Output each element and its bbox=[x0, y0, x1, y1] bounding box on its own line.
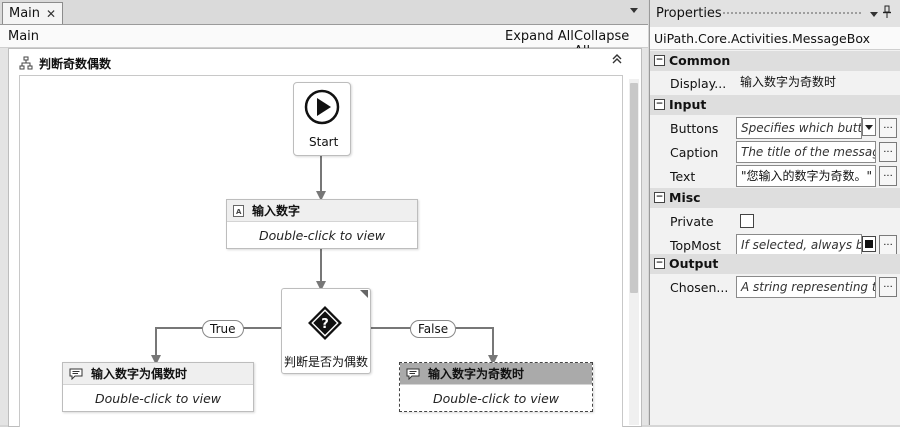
activity-even[interactable]: 输入数字为偶数时 Double-click to view bbox=[62, 362, 254, 412]
property-name: Private bbox=[670, 214, 714, 229]
flowchart-icon bbox=[19, 56, 33, 70]
property-caption: Caption The title of the message ... bbox=[650, 140, 900, 164]
category-label: Input bbox=[669, 97, 707, 112]
corner-fold-icon bbox=[360, 290, 368, 298]
tab-dropdown-icon[interactable] bbox=[630, 8, 638, 13]
tab-main[interactable]: Main ✕ bbox=[2, 2, 64, 24]
category-label: Common bbox=[669, 53, 731, 68]
pin-icon[interactable] bbox=[882, 5, 892, 19]
property-text: Text "您输入的数字为奇数。" ... bbox=[650, 164, 900, 188]
breadcrumb-bar: Main Expand All Collapse All bbox=[0, 25, 648, 59]
collapse-icon[interactable]: − bbox=[654, 258, 665, 269]
decision-diamond-icon: ? bbox=[308, 306, 342, 340]
activity-hint: Double-click to view bbox=[258, 228, 385, 243]
text-ellipsis-button[interactable]: ... bbox=[879, 166, 897, 186]
category-misc[interactable]: − Misc bbox=[650, 188, 900, 208]
activity-input-number[interactable]: A 输入数字 Double-click to view bbox=[226, 199, 418, 249]
category-input[interactable]: − Input bbox=[650, 95, 900, 115]
text-field[interactable]: "您输入的数字为奇数。" bbox=[736, 165, 876, 187]
property-private: Private bbox=[650, 209, 900, 233]
decision-label: 判断是否为偶数 bbox=[284, 355, 369, 369]
activity-title: 输入数字为奇数时 bbox=[428, 367, 525, 381]
property-name: TopMost bbox=[670, 238, 721, 253]
double-chevron-up-icon[interactable] bbox=[611, 53, 623, 65]
flowchart-title: 判断奇数偶数 bbox=[39, 56, 112, 71]
scrollbar-thumb[interactable] bbox=[630, 83, 638, 293]
message-box-icon bbox=[69, 368, 83, 380]
topmost-ellipsis-button[interactable]: ... bbox=[879, 235, 897, 255]
category-common[interactable]: − Common bbox=[650, 51, 900, 71]
properties-titlebar: Properties bbox=[650, 0, 900, 28]
tab-main-label: Main bbox=[9, 6, 41, 21]
category-label: Misc bbox=[669, 190, 701, 205]
activity-title: 输入数字 bbox=[252, 204, 301, 218]
category-output[interactable]: − Output bbox=[650, 254, 900, 274]
property-chosenbutton: Chosen... A string representing th ... bbox=[650, 275, 900, 299]
close-icon[interactable]: ✕ bbox=[46, 6, 57, 21]
expand-all-button[interactable]: Expand All bbox=[505, 29, 574, 44]
displayname-value[interactable]: 输入数字为奇数时 bbox=[740, 75, 837, 89]
workflow-designer: Main ✕ Main Expand All Collapse All 判断奇数… bbox=[0, 0, 648, 427]
false-branch-label[interactable]: False bbox=[410, 320, 457, 338]
property-name: Text bbox=[670, 169, 696, 184]
buttons-field[interactable]: Specifies which butt bbox=[736, 117, 862, 139]
properties-panel: Properties UiPath.Core.Activities.Messag… bbox=[649, 0, 900, 425]
property-name: Display... bbox=[670, 76, 727, 91]
property-name: Chosen... bbox=[670, 280, 729, 295]
panel-grip[interactable] bbox=[722, 11, 862, 15]
private-checkbox[interactable] bbox=[740, 214, 754, 228]
property-name: Buttons bbox=[670, 121, 719, 136]
collapse-icon[interactable]: − bbox=[654, 192, 665, 203]
property-displayname: Display... 输入数字为奇数时 bbox=[650, 71, 900, 95]
svg-text:?: ? bbox=[321, 317, 329, 332]
topmost-checkbox[interactable] bbox=[862, 236, 876, 252]
start-label: Start bbox=[309, 135, 339, 149]
activity-class-name: UiPath.Core.Activities.MessageBox bbox=[650, 27, 900, 50]
class-name-label: UiPath.Core.Activities.MessageBox bbox=[654, 31, 870, 46]
properties-title: Properties bbox=[656, 6, 722, 21]
topmost-field[interactable]: If selected, always b. bbox=[736, 234, 862, 256]
play-icon bbox=[304, 89, 340, 125]
caption-field[interactable]: The title of the message bbox=[736, 141, 876, 163]
activity-hint: Double-click to view bbox=[94, 391, 221, 406]
message-box-icon bbox=[406, 368, 420, 380]
caption-ellipsis-button[interactable]: ... bbox=[879, 142, 897, 162]
start-node[interactable]: Start bbox=[293, 82, 351, 156]
buttons-ellipsis-button[interactable]: ... bbox=[879, 118, 897, 138]
panel-menu-icon[interactable] bbox=[870, 12, 878, 17]
property-name: Caption bbox=[670, 145, 719, 160]
activity-odd[interactable]: 输入数字为奇数时 Double-click to view bbox=[399, 362, 593, 412]
document-tab-bar: Main ✕ bbox=[0, 0, 648, 25]
input-dialog-icon: A bbox=[233, 204, 244, 217]
chosen-ellipsis-button[interactable]: ... bbox=[879, 277, 897, 297]
activity-title: 输入数字为偶数时 bbox=[91, 367, 188, 381]
decision-node[interactable]: ? 判断是否为偶数 bbox=[281, 288, 371, 374]
activity-hint: Double-click to view bbox=[432, 391, 559, 406]
property-topmost: TopMost If selected, always b. ... bbox=[650, 233, 900, 257]
flowchart-header[interactable]: 判断奇数偶数 bbox=[19, 54, 111, 72]
property-buttons: Buttons Specifies which butt ... bbox=[650, 116, 900, 140]
svg-text:A: A bbox=[236, 208, 242, 216]
collapse-icon[interactable]: − bbox=[654, 55, 665, 66]
breadcrumb[interactable]: Main bbox=[8, 29, 40, 44]
chevron-down-icon[interactable] bbox=[862, 118, 876, 136]
category-label: Output bbox=[669, 256, 719, 271]
collapse-icon[interactable]: − bbox=[654, 99, 665, 110]
chosen-field[interactable]: A string representing th bbox=[736, 276, 876, 298]
true-branch-label[interactable]: True bbox=[202, 320, 244, 338]
